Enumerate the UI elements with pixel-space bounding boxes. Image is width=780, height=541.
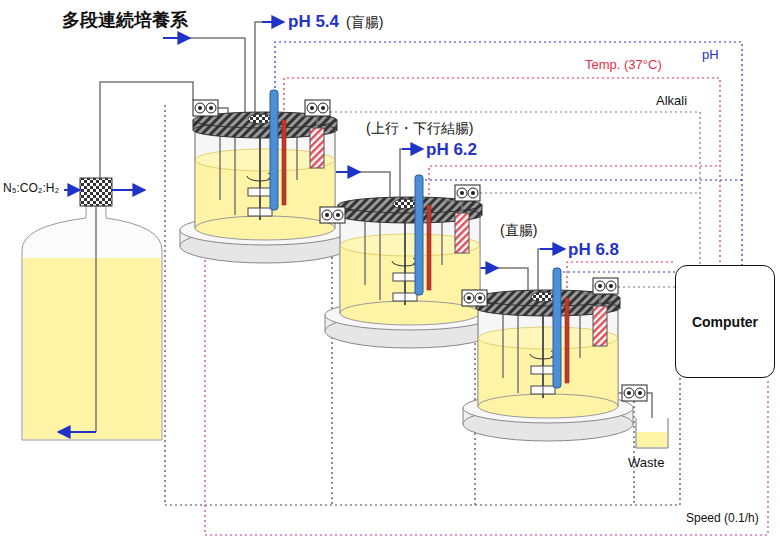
alkali-pump [305,100,330,116]
drawing-part [402,148,423,150]
drawing-part [58,431,96,433]
drawing-part [540,248,565,250]
signal-name: pH [702,48,719,63]
vessel-name: (直腸) [500,222,537,238]
vessel-name: Waste [628,456,664,471]
drawing-part [100,82,193,178]
drawing-part [23,258,161,439]
drawing-part [80,178,112,206]
vessel-name: (盲腸) [346,14,383,30]
waste-beaker [636,418,668,448]
drawing-part [336,171,360,173]
signal-name: Temp. (37°C) [585,58,662,73]
drawing-part [22,206,162,440]
alkali-pump [455,185,480,201]
alkali-pump [593,278,618,294]
ph-setpoint: pH 6.8 [568,240,619,260]
ph-setpoint: pH 5.4 [288,12,339,32]
temp-wire [429,166,720,205]
transfer-pump [320,207,345,223]
drawing-part [360,172,390,198]
signal-name: Speed (0.1/h) [686,512,759,526]
node-text: Computer [692,314,758,330]
ph-wire [420,175,742,180]
transfer-pump [462,290,487,306]
drawing-part [647,393,652,420]
drawing-part [498,268,528,292]
waste-pump [622,385,647,401]
signal-name: Alkali [656,94,687,109]
colon-vessel [325,175,495,348]
drawing-part [262,21,284,23]
ph-setpoint: pH 6.2 [426,140,477,160]
drawing-part [163,37,190,39]
drawing-part [64,189,80,191]
feed-pump [193,100,218,116]
cecum-vessel [180,90,350,263]
drawing-part [112,189,145,191]
gas-mix: N₅:CO₂:H₂ [3,182,59,196]
computer-box: Computer [675,265,775,378]
ph-wire [557,268,675,272]
medium-bottle [22,82,193,440]
drawing-part [190,38,245,118]
diagram-title: 多段連続培養系 [62,8,188,32]
drawing-part [637,432,667,447]
vessel-name: (上行・下行結腸) [366,120,473,136]
alkali-wire [480,192,700,193]
drawing-part [636,418,668,448]
alkali-wire [618,286,675,287]
drawing-part [95,206,97,432]
rectum-vessel [463,268,633,441]
